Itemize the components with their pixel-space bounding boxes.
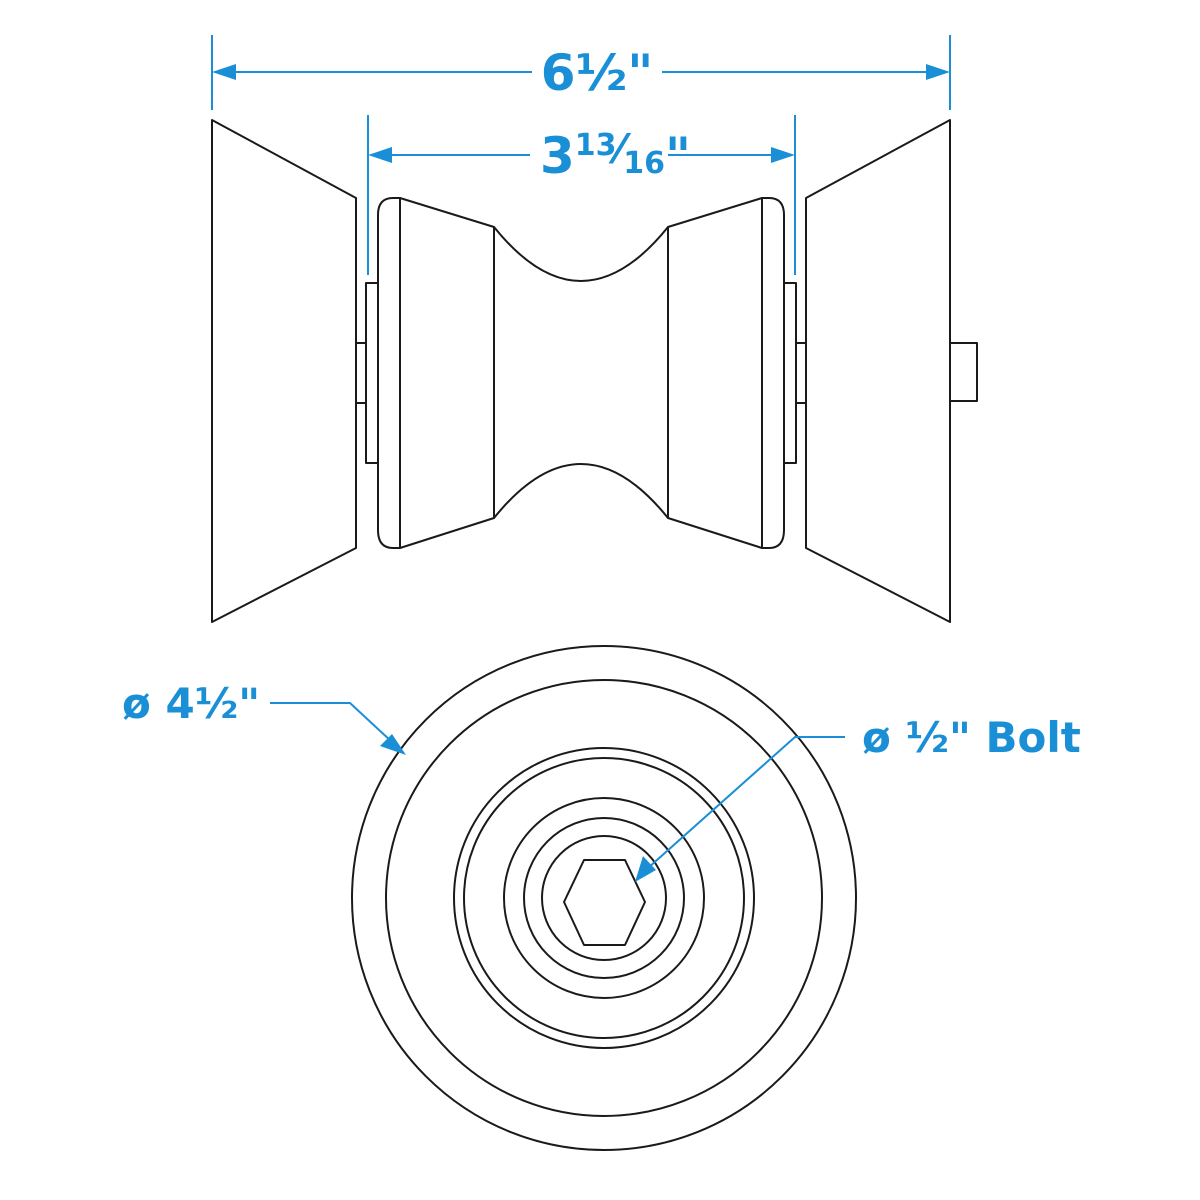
spool-right-flange [761,197,785,549]
bolt-diameter-arrow [635,856,656,882]
overall-arrow-left [212,64,236,80]
bolt-diameter-label: ø ½" Bolt [862,713,1081,762]
outer-diameter-dimension: ø 4½" [122,679,406,755]
spool-width-label: 313⁄16" [540,127,691,185]
spool-left-flange [377,197,401,549]
inner-rim-circle [385,679,823,1117]
hex-bolt-icon [563,859,646,946]
spool-arrow-right [771,147,795,163]
bore-inner-circle [523,817,685,979]
right-washer-inner [795,342,807,404]
spool-width-dimension: 313⁄16" [367,115,796,275]
overall-width-label: 6½" [541,44,654,102]
right-cone [805,119,951,623]
spool-arrow-left [368,147,392,163]
hub-inner-circle [463,757,745,1039]
bore-outer-circle [503,797,705,999]
hub-outer-circle [453,747,755,1049]
overall-width-dimension: 6½" [211,35,951,110]
left-cone [211,119,357,623]
bolt-diameter-leader [647,736,845,869]
right-washer-outer [783,282,797,464]
bolt-diameter-dimension: ø ½" Bolt [635,713,1081,882]
spool-left-body [399,197,495,549]
left-washer-outer [365,282,379,464]
outer-rim-circle [351,645,857,1151]
bolt-head-circle [541,835,667,961]
shaft-stub [949,342,978,402]
outer-diameter-leader [270,702,393,743]
spool-center-bottom [493,463,669,519]
outer-diameter-arrow [380,734,406,755]
overall-arrow-right [926,64,950,80]
side-view [211,119,978,623]
spool-center-top [493,226,669,282]
spool-right-body [667,197,763,549]
left-washer-inner [355,342,367,404]
front-view [351,645,857,1151]
outer-diameter-label: ø 4½" [122,679,260,728]
